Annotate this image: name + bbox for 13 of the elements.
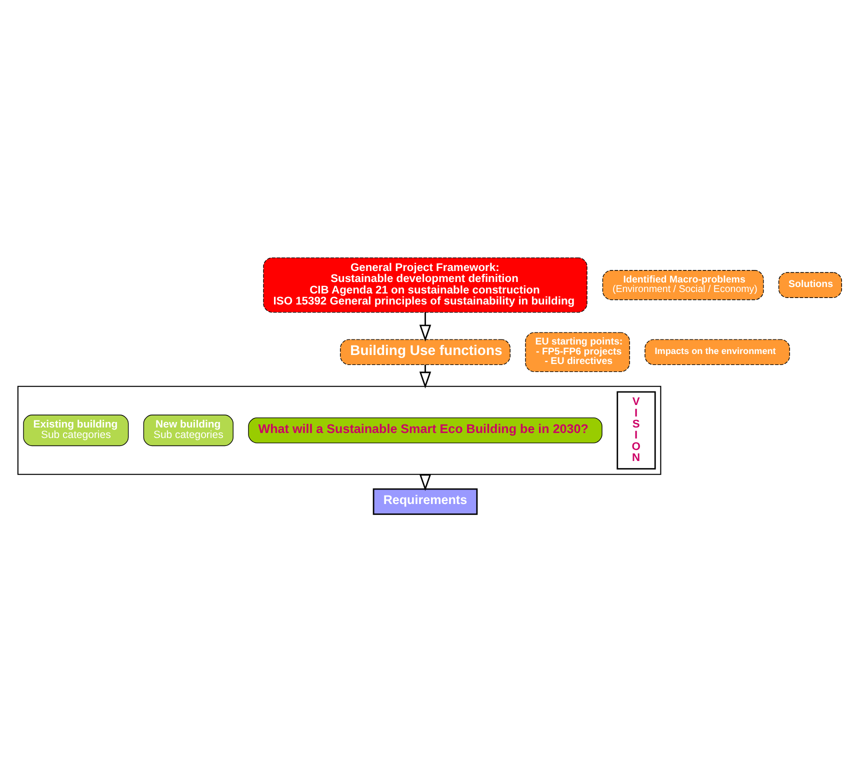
node-box: Identified Macro-problems (Environment / Social / Economy) [602, 270, 764, 300]
node-box: What will a Sustainable Smart Eco Building be in 2030? [248, 416, 602, 443]
node-box: VISION [616, 390, 656, 469]
node-box: EU starting points: - FP5-FP6 projects - EU directives [525, 332, 630, 372]
node-box: Impacts on the environment [644, 338, 790, 365]
node-box: Solutions [778, 272, 842, 298]
node-box: General Project Framework: Sustainable development definition CIB Agenda 21 on sustainable construction ISO 15392 General principles of sustainability in building [263, 256, 588, 312]
node-box: New building Sub categories [143, 414, 234, 446]
arrow [419, 312, 432, 342]
arrow [419, 364, 432, 388]
node-box: Existing building Sub categories [23, 414, 129, 446]
node-box: Requirements [372, 488, 478, 514]
node-box: Building Use functions [340, 338, 510, 365]
